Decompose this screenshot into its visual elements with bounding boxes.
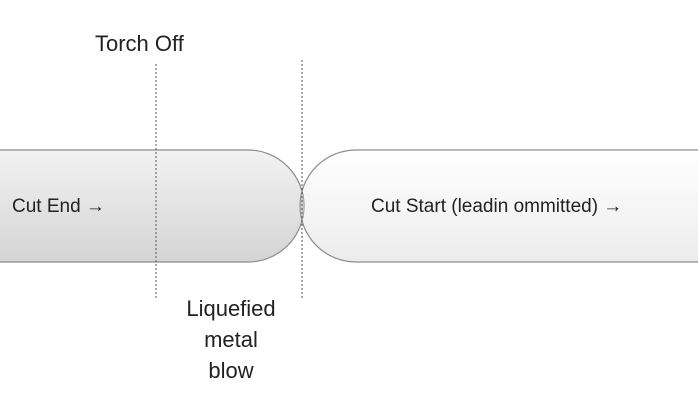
cut-end-label: Cut End → xyxy=(12,196,105,217)
blow-label-line-1: Liquefied xyxy=(186,296,276,321)
blow-label-line-3: blow xyxy=(208,358,254,383)
blow-label-line-2: metal xyxy=(204,327,258,352)
cut-start-label: Cut Start (leadin ommitted) → xyxy=(371,196,623,217)
torch-off-label: Torch Off xyxy=(95,31,184,56)
overlap-region xyxy=(299,150,304,262)
liquefied-metal-blow-label: Liquefied metal blow xyxy=(160,293,302,386)
